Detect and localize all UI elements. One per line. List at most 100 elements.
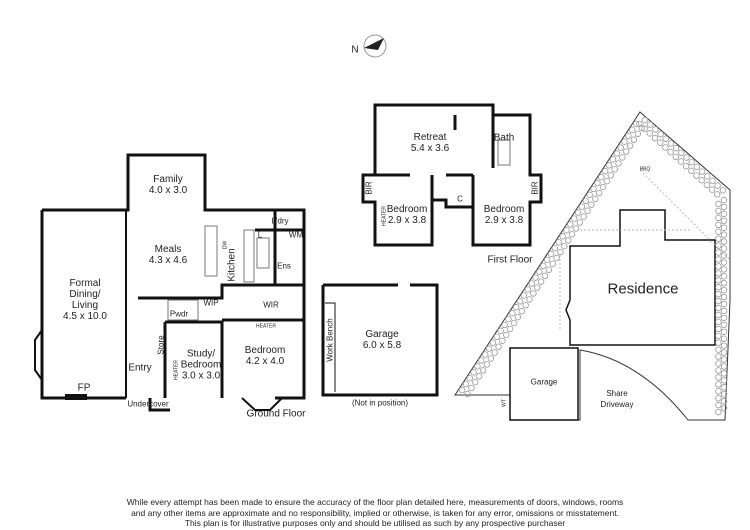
label-wir: WIR — [263, 300, 279, 310]
tree — [698, 168, 706, 175]
tree — [667, 140, 675, 147]
tree — [571, 215, 578, 222]
tree — [704, 173, 711, 180]
tree — [636, 120, 643, 128]
tree — [609, 156, 617, 163]
label-l: L — [257, 230, 263, 240]
tree — [715, 214, 722, 222]
tree — [601, 168, 609, 175]
tree — [493, 333, 501, 340]
tree — [715, 394, 722, 402]
tree — [547, 250, 555, 258]
tree — [720, 397, 728, 405]
first-floor-walls — [361, 103, 543, 247]
tree — [720, 210, 728, 218]
tree — [714, 182, 721, 189]
tree — [709, 177, 716, 185]
tree — [485, 345, 493, 352]
tree — [720, 286, 728, 294]
label-dw: DW — [222, 240, 229, 250]
label-heater-first: HEATER — [381, 206, 388, 226]
tree — [656, 139, 664, 146]
tree — [641, 125, 648, 132]
site-plan — [454, 111, 731, 421]
tree — [677, 158, 685, 165]
tree — [715, 408, 722, 416]
tree — [563, 227, 570, 234]
tree — [617, 144, 624, 151]
ground-floor-title: Ground Floor — [246, 408, 306, 420]
tree — [715, 207, 722, 215]
site-share-driveway: Share Driveway — [600, 389, 634, 409]
site-bbq: BBQ — [639, 166, 651, 173]
tree — [720, 293, 728, 301]
site-residence: Residence — [607, 280, 679, 298]
tree — [543, 256, 551, 264]
tree — [667, 148, 674, 156]
tree — [720, 404, 728, 412]
tree — [607, 172, 614, 179]
fireplace — [65, 394, 87, 400]
tree — [580, 213, 587, 220]
tree — [510, 319, 518, 327]
tree — [688, 167, 695, 175]
tree — [528, 280, 535, 287]
tree — [464, 390, 471, 398]
label-laundry: L'dry — [271, 216, 289, 226]
tree — [720, 224, 728, 231]
tree — [458, 386, 466, 394]
tree — [599, 183, 607, 191]
tree — [688, 158, 695, 166]
tree — [703, 181, 711, 189]
label-ensuite: Ens — [277, 261, 291, 271]
tree — [720, 328, 728, 335]
tree — [720, 314, 728, 322]
tree — [715, 221, 722, 229]
tree — [470, 369, 477, 376]
tree — [512, 304, 520, 311]
tree — [652, 126, 659, 133]
tree — [629, 126, 636, 134]
tree — [715, 401, 722, 409]
first-floor-title: First Floor — [487, 254, 533, 266]
tree — [720, 259, 728, 266]
tree — [472, 378, 479, 386]
tree — [720, 356, 728, 363]
tree — [720, 321, 728, 329]
tree — [520, 292, 528, 299]
tree — [715, 346, 722, 353]
tree — [715, 353, 722, 360]
tree — [720, 342, 728, 349]
tree — [491, 349, 498, 356]
tree — [509, 309, 516, 317]
tree — [720, 231, 728, 238]
tree — [576, 219, 584, 226]
tree — [625, 132, 632, 139]
tree — [651, 134, 659, 142]
tree — [613, 150, 620, 157]
tree — [715, 339, 722, 346]
label-cupboard: C — [457, 194, 463, 204]
site-garage: Garage — [530, 377, 558, 387]
tree — [693, 163, 701, 171]
tree — [715, 367, 722, 374]
tree — [487, 355, 495, 362]
garage-note: (Not in position) — [351, 398, 409, 408]
tree — [536, 268, 543, 275]
tree — [720, 217, 728, 225]
tree — [714, 191, 721, 198]
label-undercover: Undercover — [127, 399, 169, 409]
tree — [574, 209, 582, 216]
tree — [592, 195, 599, 203]
tree — [715, 242, 722, 249]
tree — [497, 327, 504, 335]
disclaimer-line: While every attempt has been made to ens… — [126, 497, 624, 507]
disclaimer-line: and any other items are approximate and … — [131, 507, 619, 518]
label-entry: Entry — [128, 362, 152, 374]
tree — [561, 242, 568, 250]
tree — [551, 244, 559, 252]
